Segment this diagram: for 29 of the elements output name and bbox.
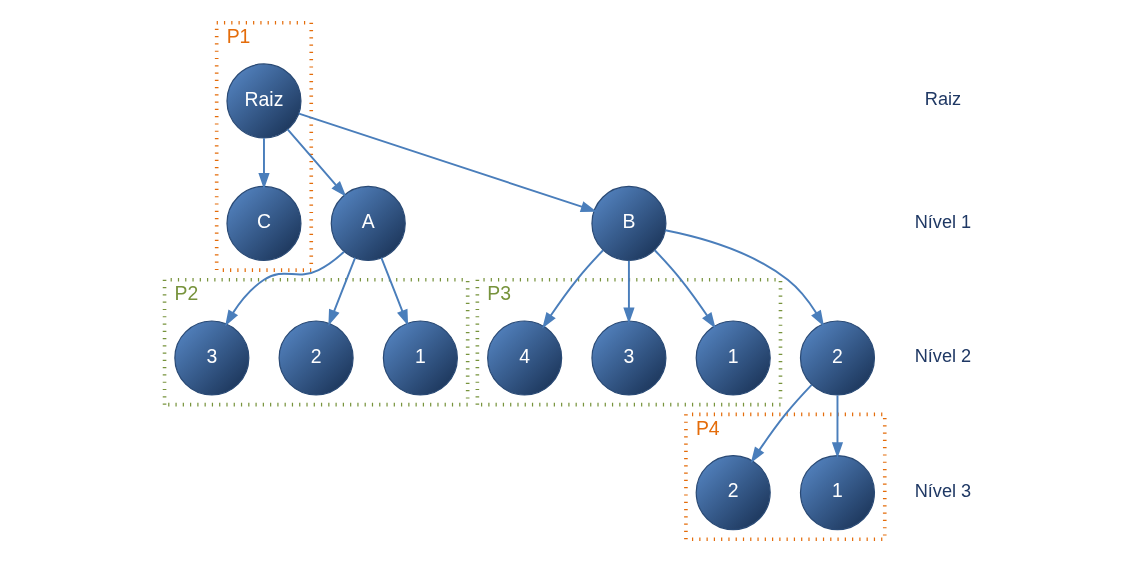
- arrow: [286, 128, 346, 197]
- node-circle: 3: [173, 320, 249, 396]
- node-circle: Raiz: [225, 63, 302, 139]
- node-circle: 4: [486, 320, 562, 396]
- arrow: [379, 257, 408, 326]
- arrow: [541, 249, 604, 329]
- arrow: [653, 249, 716, 329]
- label: Nível 3: [914, 480, 971, 501]
- arrow: [622, 259, 635, 324]
- arrow: [297, 112, 597, 212]
- node-circle: 2: [799, 320, 875, 396]
- node-circle: B: [590, 185, 666, 261]
- arrow: [224, 250, 345, 327]
- arrow: [750, 383, 813, 464]
- node-circle: 1: [382, 320, 458, 396]
- label: Nível 2: [914, 346, 971, 367]
- node-circle: C: [225, 185, 302, 261]
- node-circle: A: [330, 185, 406, 261]
- node-circle: 2: [695, 455, 771, 531]
- arrow: [257, 137, 270, 190]
- node-circle: 1: [695, 320, 771, 396]
- label: Nível 1: [914, 211, 971, 232]
- node-circle: 1: [799, 455, 875, 531]
- label: Raiz: [924, 89, 961, 110]
- arrow: [831, 394, 843, 459]
- arrow: [663, 229, 824, 327]
- arrow: [327, 257, 356, 326]
- node-circle: 3: [590, 320, 666, 396]
- node-circle: 2: [278, 320, 354, 396]
